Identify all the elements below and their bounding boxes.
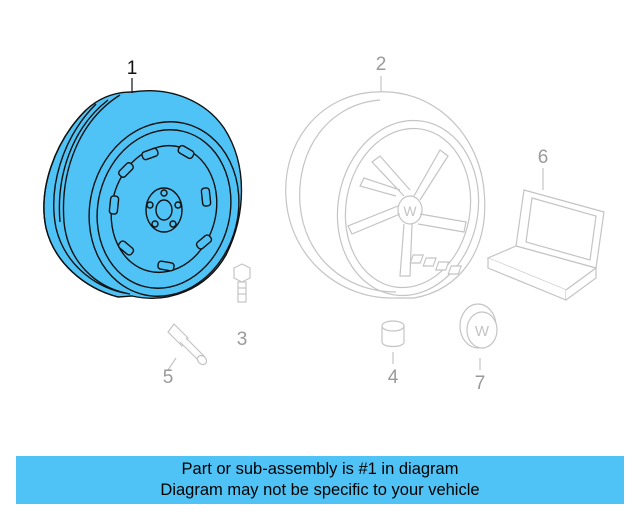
info-banner: Part or sub-assembly is #1 in diagram Di… [16, 456, 624, 504]
callout-7: 7 [475, 373, 486, 394]
alloy-wheel-part-2[interactable]: W [285, 91, 492, 307]
svg-text:W: W [403, 203, 417, 219]
wheel-lock-kit-part-6[interactable] [409, 189, 605, 301]
banner-line-part-number: Part or sub-assembly is #1 in diagram [181, 460, 459, 478]
center-cap-part-7[interactable]: W [459, 303, 498, 349]
callout-2: 2 [376, 54, 387, 75]
callout-6: 6 [538, 147, 549, 168]
valve-stem-part-5[interactable] [167, 323, 208, 366]
svg-text:W: W [475, 323, 490, 340]
banner-line-disclaimer: Diagram may not be specific to your vehi… [160, 481, 480, 499]
parts-diagram: 1 W 2 3 4 5 [43, 54, 605, 394]
callout-3: 3 [237, 329, 248, 350]
steel-wheel-part-1[interactable] [43, 90, 257, 313]
callout-5: 5 [163, 367, 174, 388]
lug-nut-part-4[interactable] [381, 320, 405, 348]
leader-line-5 [167, 357, 177, 371]
wheel-bolt-part-3[interactable] [233, 263, 251, 303]
callout-4: 4 [388, 367, 399, 388]
callout-1: 1 [127, 58, 138, 79]
